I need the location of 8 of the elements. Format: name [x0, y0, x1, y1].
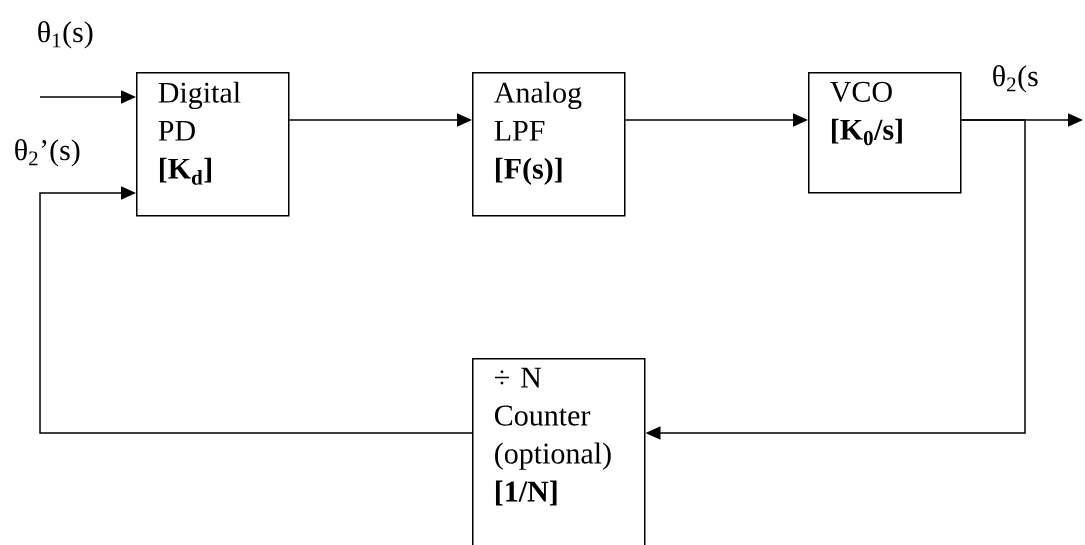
block-box: Analog LPF [F(s)]: [472, 72, 626, 217]
block-box: VCO [K$_{0}$/s]: [808, 72, 962, 194]
signal-label: θ$_{1}$(s): [38, 21, 93, 49]
block-box: Digital PD [K$_{d}$]: [136, 72, 290, 217]
signal-label: θ$_{2}$(s: [993, 65, 1038, 93]
block-box: ÷ N Counter (optional) [1/N]: [472, 358, 646, 545]
signal-label: θ$_{2}$’(s): [15, 139, 80, 167]
arrow: [39, 186, 473, 434]
